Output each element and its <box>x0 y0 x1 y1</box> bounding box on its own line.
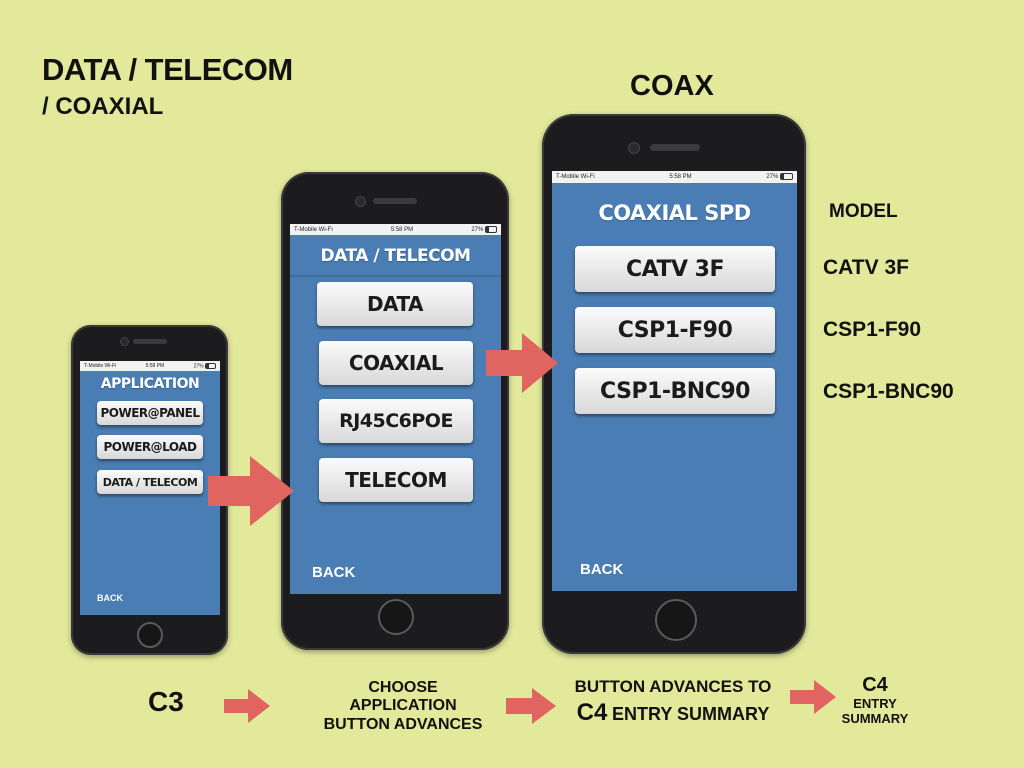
caption-entry: ENTRY <box>853 696 897 711</box>
caption-line: BUTTON ADVANCES <box>323 715 483 733</box>
coax-heading: COAX <box>630 70 714 102</box>
battery-label: 27% <box>471 227 484 234</box>
caption-c4: C4 <box>576 698 608 726</box>
speaker-grille <box>373 198 417 204</box>
caption-c4-entry-summary: C4 ENTRY SUMMARY <box>830 674 920 727</box>
csp1-bnc90-button[interactable]: CSP1-BNC90 <box>575 368 775 414</box>
rj45c6poe-button[interactable]: RJ45C6POE <box>319 399 473 443</box>
phone-coaxial-spd: T-Mobile Wi-Fi 5:58 PM 27% COAXIAL SPD C… <box>542 114 806 654</box>
caption-c3: C3 <box>148 686 184 717</box>
model-item-csp1-bnc90: CSP1-BNC90 <box>823 380 954 403</box>
coaxial-button[interactable]: COAXIAL <box>319 341 473 385</box>
carrier-label: T-Mobile Wi-Fi <box>84 363 117 369</box>
phone-data-telecom: T-Mobile Wi-Fi 5:58 PM 27% DATA / TELECO… <box>281 172 509 650</box>
front-camera <box>628 142 640 154</box>
screen-application: T-Mobile Wi-Fi 5:58 PM 27% APPLICATION P… <box>80 361 220 615</box>
carrier-label: T-Mobile Wi-Fi <box>294 226 333 233</box>
phone-application: T-Mobile Wi-Fi 5:58 PM 27% APPLICATION P… <box>71 325 228 655</box>
status-bar: T-Mobile Wi-Fi 5:58 PM 27% <box>552 171 797 183</box>
screen-title: APPLICATION <box>100 376 200 392</box>
battery-icon <box>204 362 216 369</box>
csp1-f90-button[interactable]: CSP1-F90 <box>575 307 775 353</box>
data-button[interactable]: DATA <box>317 282 473 326</box>
status-bar: T-Mobile Wi-Fi 5:58 PM 27% <box>80 361 220 371</box>
caption-arrow-right <box>790 680 836 714</box>
status-bar: T-Mobile Wi-Fi 5:58 PM 27% <box>290 224 501 235</box>
home-button[interactable] <box>137 622 163 648</box>
flow-arrow-right <box>208 456 294 526</box>
screen-data-telecom: T-Mobile Wi-Fi 5:58 PM 27% DATA / TELECO… <box>290 224 501 594</box>
back-button[interactable]: BACK <box>97 593 123 603</box>
time-label: 5:58 PM <box>145 363 165 369</box>
flow-arrow-right <box>486 333 558 393</box>
power-at-panel-button[interactable]: POWER@PANEL <box>97 401 203 425</box>
battery-icon <box>485 225 497 233</box>
back-button[interactable]: BACK <box>312 564 356 581</box>
speaker-grille <box>650 144 700 151</box>
caption-line: CHOOSE <box>368 679 438 696</box>
time-label: 5:58 PM <box>390 226 414 233</box>
battery-icon <box>780 173 793 181</box>
data-telecom-button[interactable]: DATA / TELECOM <box>97 470 203 494</box>
screen-title: COAXIAL SPD <box>598 201 751 225</box>
caption-line: APPLICATION <box>349 697 457 715</box>
time-label: 5:58 PM <box>669 174 692 180</box>
model-item-catv-3f: CATV 3F <box>823 256 909 279</box>
speaker-grille <box>133 339 167 344</box>
title-divider <box>290 275 501 277</box>
caption-arrow-right <box>224 689 270 723</box>
caption-choose-application: CHOOSE APPLICATION BUTTON ADVANCES <box>308 679 498 734</box>
model-item-csp1-f90: CSP1-F90 <box>823 318 922 341</box>
front-camera <box>355 196 366 207</box>
telecom-button[interactable]: TELECOM <box>319 458 473 502</box>
battery-label: 27% <box>766 174 779 181</box>
screen-title: DATA / TELECOM <box>320 246 471 266</box>
home-button[interactable] <box>655 599 697 641</box>
caption-line: BUTTON ADVANCES TO <box>574 677 772 696</box>
screen-coaxial-spd: T-Mobile Wi-Fi 5:58 PM 27% COAXIAL SPD C… <box>552 171 797 591</box>
page-subtitle: / COAXIAL <box>42 93 164 120</box>
home-button[interactable] <box>378 599 414 635</box>
caption-c4: C4 <box>862 674 888 696</box>
caption-summary: SUMMARY <box>841 710 909 726</box>
caption-arrow-right <box>506 688 556 724</box>
battery-label: 27% <box>193 363 204 370</box>
carrier-label: T-Mobile Wi-Fi <box>556 174 595 180</box>
front-camera <box>120 337 129 346</box>
model-label: MODEL <box>829 201 898 222</box>
catv-3f-button[interactable]: CATV 3F <box>575 246 775 292</box>
power-at-load-button[interactable]: POWER@LOAD <box>97 435 203 459</box>
back-button[interactable]: BACK <box>580 561 624 578</box>
caption-button-advances: BUTTON ADVANCES TO C4 ENTRY SUMMARY <box>558 677 788 726</box>
page-title: DATA / TELECOM <box>42 52 293 87</box>
caption-entry-summary: ENTRY SUMMARY <box>612 703 770 724</box>
